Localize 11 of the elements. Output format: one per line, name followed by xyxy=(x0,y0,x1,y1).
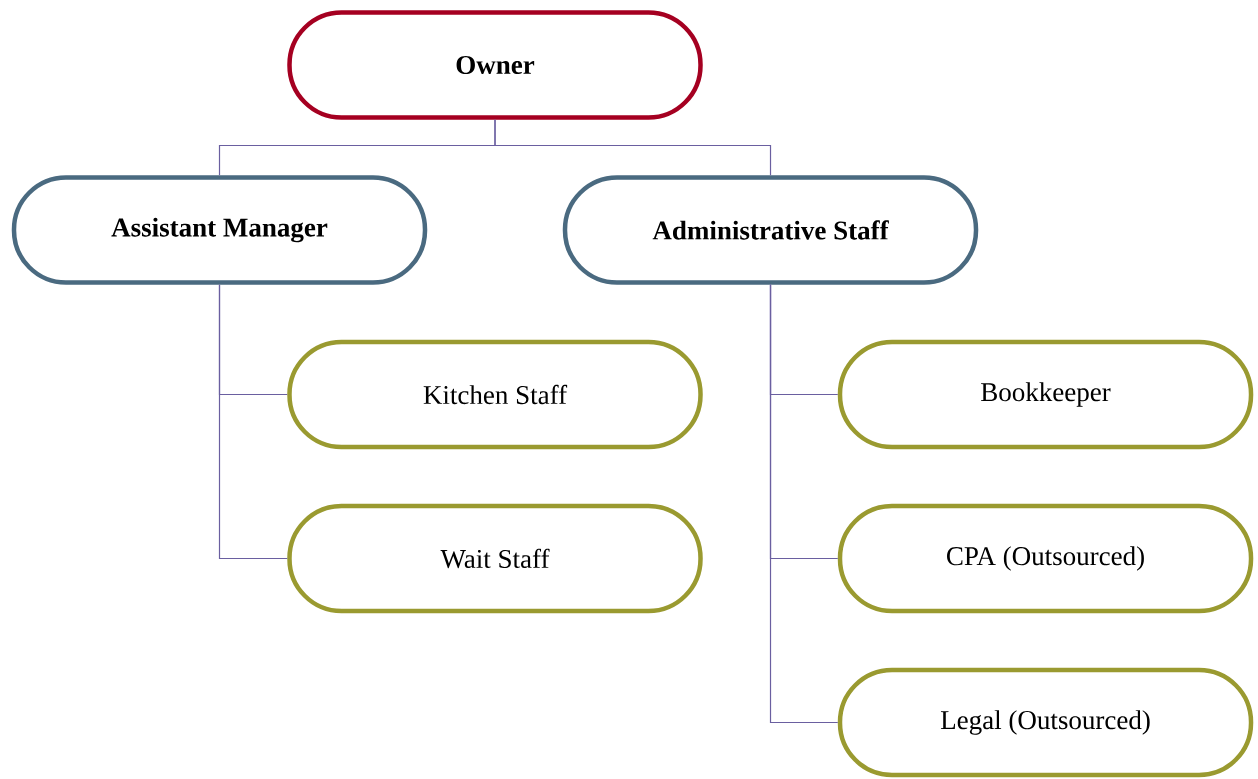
connector-line xyxy=(218,284,288,560)
role-box: Wait Staff xyxy=(287,503,703,614)
role-box: Bookkeeper xyxy=(837,339,1254,450)
role-box: Administrative Staff xyxy=(562,175,979,285)
role-box: Assistant Manager xyxy=(11,175,428,285)
role-box: Kitchen Staff xyxy=(287,339,703,450)
connector-line xyxy=(494,119,772,176)
connector-line xyxy=(769,284,839,724)
role-box: CPA (Outsourced) xyxy=(837,503,1254,614)
role-box: Legal (Outsourced) xyxy=(837,667,1254,778)
role-box: Owner xyxy=(287,10,703,120)
